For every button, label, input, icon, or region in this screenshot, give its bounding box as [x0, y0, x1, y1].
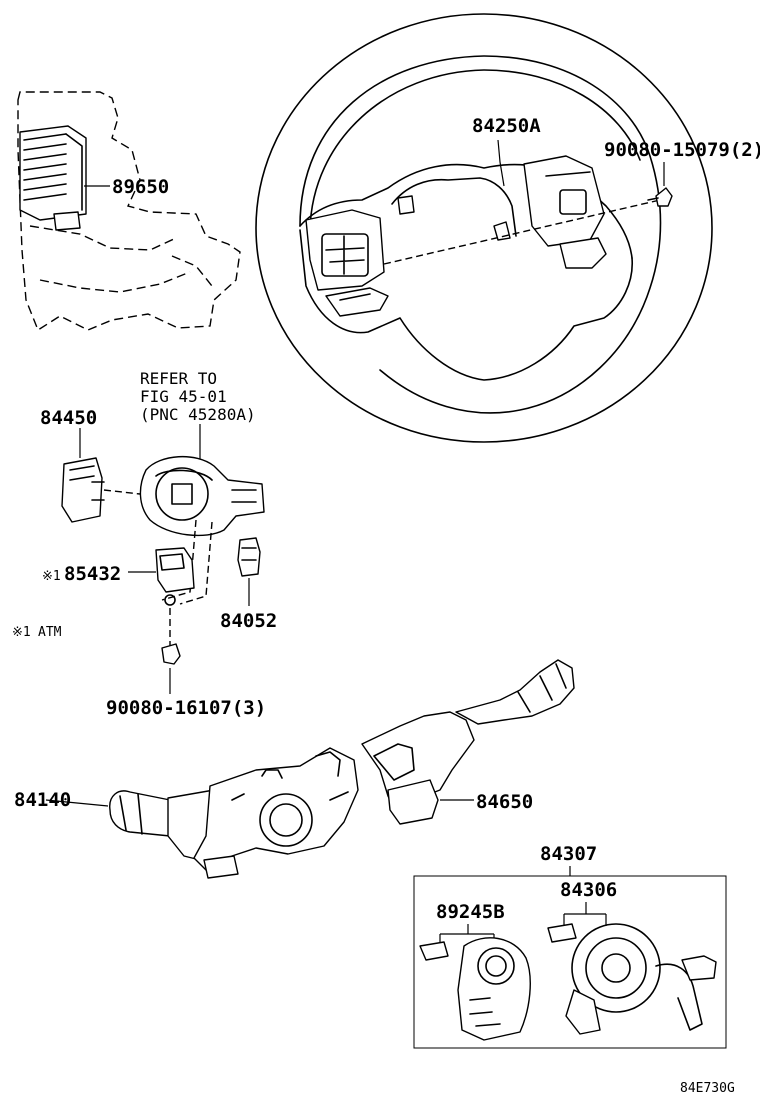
label-90080-15079: 90080-15079(2) [604, 139, 760, 161]
ignition-switch-assembly: 84450 ※1 85432 84052 90080-16107(3) ※1 A… [12, 407, 277, 719]
note-atm: ATM [38, 625, 62, 640]
label-89650: 89650 [112, 176, 169, 198]
note-mark: ※1 [12, 625, 31, 640]
label-84306: 84306 [560, 879, 617, 901]
label-84052: 84052 [220, 610, 277, 632]
label-85432-mark: ※1 [42, 569, 61, 584]
label-84307: 84307 [540, 843, 597, 865]
refer-line-1: REFER TO [140, 369, 217, 388]
label-85432: 85432 [64, 563, 121, 585]
spiral-cable-box [413, 875, 727, 1049]
label-89245b: 89245B [436, 901, 505, 923]
airbag-sensor-assembly: 89650 [17, 91, 241, 332]
refer-line-3: (PNC 45280A) [140, 405, 256, 424]
label-84650: 84650 [476, 791, 533, 813]
label-84450: 84450 [40, 407, 97, 429]
label-84250a: 84250A [472, 115, 541, 137]
combination-switch-assembly: 84140 84650 [14, 659, 575, 879]
spiral-cable-group: 84307 84306 89245B [413, 843, 727, 1049]
refer-line-2: FIG 45-01 [140, 387, 227, 406]
steering-wheel-assembly: 84250A 90080-15079(2) [255, 13, 760, 443]
refer-note: REFER TO FIG 45-01 (PNC 45280A) [140, 369, 256, 466]
label-90080-16107: 90080-16107(3) [106, 697, 266, 719]
label-84140: 84140 [14, 789, 71, 811]
figure-code: 84E730G [680, 1081, 735, 1096]
